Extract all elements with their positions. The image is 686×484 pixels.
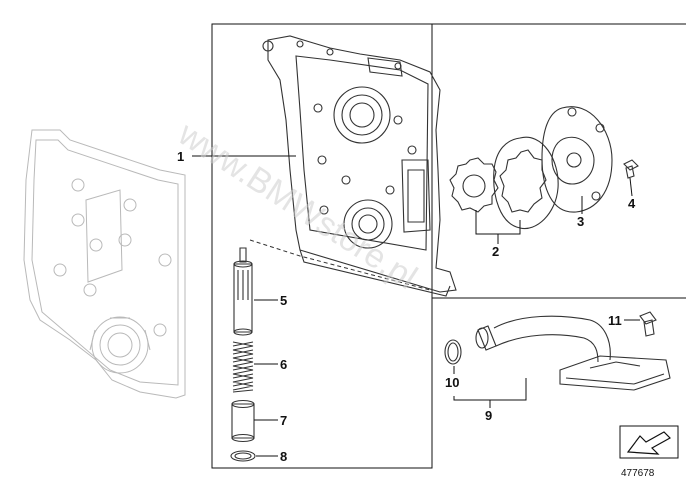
callout-9: 9 xyxy=(485,408,492,423)
detail-frame-extension xyxy=(432,23,686,299)
callout-2: 2 xyxy=(492,244,499,259)
callout-5: 5 xyxy=(280,293,287,308)
callout-3: 3 xyxy=(577,214,584,229)
callout-1: 1 xyxy=(177,149,184,164)
assembly-axis-line xyxy=(249,239,431,291)
bolt-small xyxy=(639,311,657,337)
timing-case-cover-ghost xyxy=(23,129,186,399)
callout-4: 4 xyxy=(628,196,636,211)
callout-8: 8 xyxy=(280,449,287,464)
o-ring xyxy=(444,339,462,365)
sleeve xyxy=(231,399,255,443)
bolt xyxy=(623,159,639,179)
callout-7: 7 xyxy=(280,413,287,428)
compression-spring xyxy=(232,341,254,393)
pump-cover-plate xyxy=(541,106,613,213)
callout-6: 6 xyxy=(280,357,287,372)
callout-11: 11 xyxy=(608,313,622,328)
oil-suction-pipe xyxy=(475,315,671,391)
oil-pump-housing xyxy=(262,35,457,297)
leader-lines xyxy=(192,155,640,457)
direction-arrow-icon xyxy=(619,425,679,459)
watermark: www.BMWstore.pl xyxy=(171,114,424,297)
sealing-ring xyxy=(230,450,256,462)
catalog-number: 477678 xyxy=(621,468,655,479)
detail-frame xyxy=(211,23,433,469)
relief-piston xyxy=(233,247,253,336)
callout-10: 10 xyxy=(445,375,459,390)
